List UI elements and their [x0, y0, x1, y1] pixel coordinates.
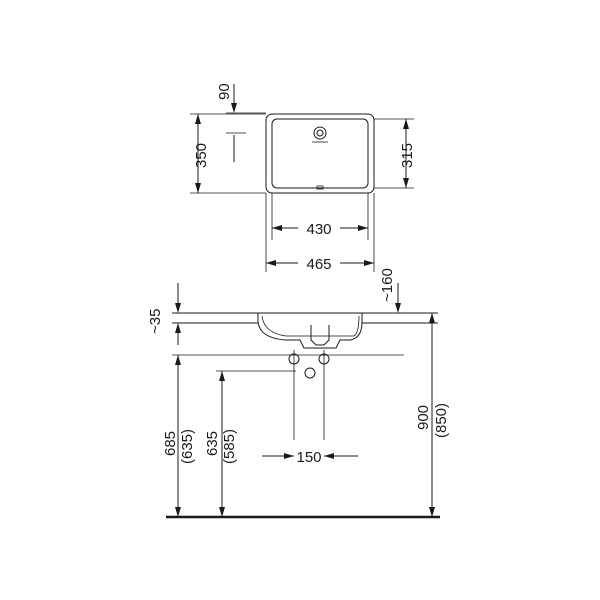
basin-inner-profile [261, 315, 360, 337]
basin-inner-outline [271, 118, 369, 189]
top-view [265, 113, 375, 194]
dim-basin-width-label: 465 [306, 256, 331, 273]
dim-waste-height-label: 635 [204, 431, 221, 456]
dim-bowl-width-label: 430 [306, 221, 331, 238]
dim-supply-spacing-label: 150 [296, 449, 321, 466]
dim-supply-spacing: 150 [262, 449, 358, 466]
waste-pipe [304, 367, 316, 379]
dim-waste-height-alt-label: (585) [221, 429, 238, 464]
dim-waste-height: 635 (585) [204, 371, 238, 517]
basin-profile [257, 313, 363, 349]
dim-counter-height: 900 (850) [415, 313, 450, 517]
dim-basin-length: 350 [190, 113, 266, 194]
dim-rim-height-label: ~35 [147, 309, 164, 334]
dim-top-offset-label: 90 [216, 83, 233, 100]
dim-bowl-width: 430 [271, 193, 369, 240]
drain-outer-circle [313, 126, 327, 140]
dim-bowl-length-label: 315 [399, 143, 416, 168]
dim-supply-height-alt-label: (635) [179, 429, 196, 464]
overflow-slot [316, 185, 324, 190]
side-view [166, 312, 440, 519]
dim-side-offset-label: ~160 [379, 268, 396, 302]
drain-inner-circle [316, 129, 324, 137]
drain-profile [310, 325, 330, 346]
dim-supply-height-label: 685 [162, 431, 179, 456]
dim-counter-height-alt-label: (850) [433, 403, 450, 438]
dim-basin-width: 465 [265, 193, 375, 273]
dim-top-offset: 90 [216, 83, 266, 114]
dim-basin-length-label: 350 [193, 143, 210, 168]
dim-side-offset: ~160 [379, 268, 401, 313]
dim-bowl-length: 315 [374, 118, 416, 189]
dim-supply-height: 685 (635) [162, 355, 196, 517]
basin-outer-outline [265, 113, 375, 194]
dim-rim-height: ~35 [147, 283, 181, 345]
dim-counter-height-label: 900 [415, 405, 432, 430]
